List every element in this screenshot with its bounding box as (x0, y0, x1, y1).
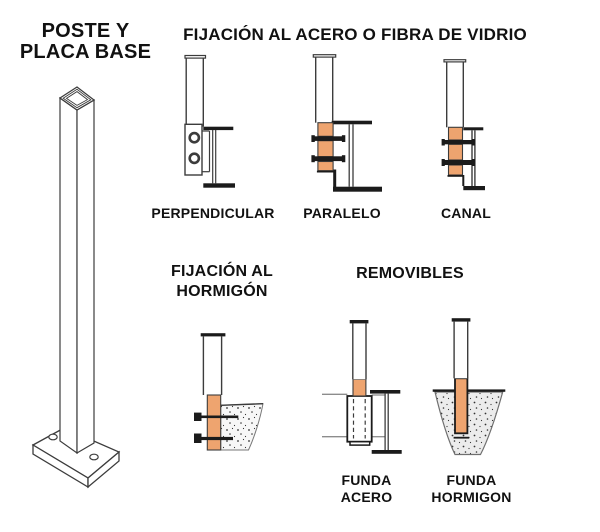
steel-sleeve-drawing (322, 320, 402, 454)
bolt-plate (184, 123, 203, 176)
concrete-wall (220, 403, 264, 451)
post-tube (312, 54, 337, 123)
post-tube (200, 333, 226, 395)
funda-acero-label: FUNDA ACERO (318, 472, 415, 506)
funda-acero-label-line2: ACERO (340, 489, 393, 505)
concrete-wall-mount-drawing (194, 333, 264, 451)
bracket-side-leg (202, 130, 211, 173)
removable-title: REMOVIBLES (356, 265, 464, 282)
paralelo-label: PARALELO (303, 205, 381, 221)
concrete-sleeve-drawing (432, 318, 506, 456)
canal-label: CANAL (441, 205, 491, 221)
concrete-title: FIJACIÓN AL HORMIGÓN (160, 262, 284, 302)
filler-blocks (316, 122, 335, 173)
post-tube (349, 320, 369, 380)
through-bolts (311, 135, 346, 163)
perpendicular-mount-drawing (184, 54, 235, 188)
channel-mount-drawing (441, 59, 485, 191)
filler-column (454, 377, 469, 435)
concrete-title-line1: FIJACIÓN AL (170, 263, 274, 280)
i-beam-side-view (331, 120, 382, 192)
ground-lines (322, 393, 385, 438)
funda-hormigon-label-line1: FUNDA (446, 472, 497, 488)
bolt-hole (188, 131, 201, 144)
funda-acero-label-line1: FUNDA (341, 472, 392, 488)
bolt-hole (188, 152, 201, 165)
i-beam-end-view (203, 126, 235, 188)
concrete-foundation (432, 389, 506, 456)
perpendicular-label: PERPENDICULAR (151, 205, 275, 221)
steel-fiberglass-title: FIJACIÓN AL ACERO O FIBRA DE VIDRIO (183, 25, 527, 44)
post-base-title-line2: PLACA BASE (19, 41, 152, 63)
i-beam-side-view (370, 390, 402, 454)
parallel-mount-drawing (311, 54, 382, 192)
post-tube (451, 318, 471, 379)
filler-blocks (447, 126, 464, 177)
c-channel (462, 127, 485, 191)
post-tube (443, 59, 467, 128)
funda-hormigon-label: FUNDA HORMIGON (423, 472, 520, 506)
post-base-title: POSTE Y PLACA BASE (8, 21, 163, 63)
filler-column (206, 394, 222, 451)
steel-sleeve (346, 395, 373, 446)
post-tube (184, 54, 207, 127)
square-post-figure (58, 86, 96, 455)
concrete-title-line2: HORMIGÓN (176, 283, 268, 300)
through-bolts (441, 139, 475, 166)
bolt-hole-right (89, 453, 99, 461)
post-base-title-line1: POSTE Y (41, 20, 130, 42)
post-base-isometric-drawing (31, 86, 121, 489)
bolt-hole-left (48, 433, 58, 441)
funda-hormigon-label-line2: HORMIGON (431, 489, 512, 505)
anchor-bolts (194, 412, 239, 443)
filler-block (352, 378, 367, 397)
